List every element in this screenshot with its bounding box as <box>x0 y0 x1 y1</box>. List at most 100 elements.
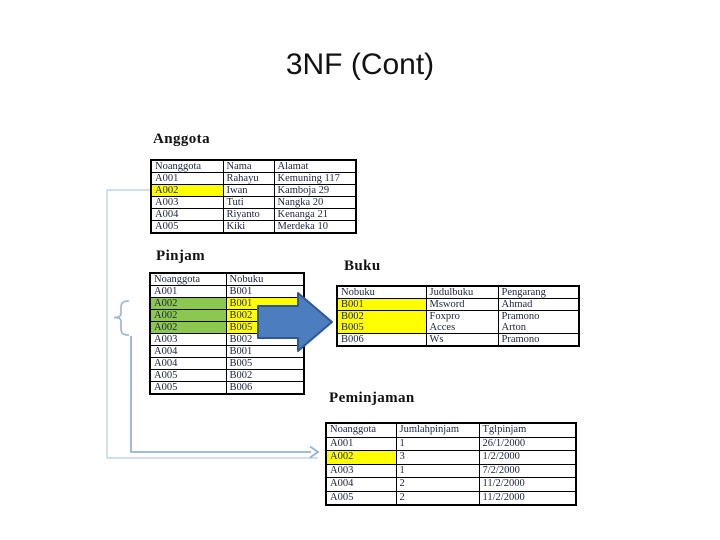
table-cell: B005 <box>225 357 305 370</box>
table-cell: Kemuning 117 <box>273 172 357 185</box>
table-cell: A001 <box>149 285 227 298</box>
table-cell: Kiki <box>222 220 275 234</box>
chevron-right-icon <box>309 445 320 459</box>
pinjam-group-bracket-icon <box>113 300 130 336</box>
table-cell: A005 <box>149 381 227 395</box>
table-cell: Foxpro <box>425 310 499 322</box>
anggota-table-caption: Anggota <box>153 131 210 147</box>
table-cell: 3 <box>395 450 480 465</box>
table-cell: 1/2/2000 <box>478 450 577 465</box>
column-header: Judulbuku <box>425 285 499 299</box>
table-cell: B006 <box>225 381 305 395</box>
table-cell: B001 <box>225 285 305 298</box>
table-cell: 26/1/2000 <box>478 436 577 451</box>
table-cell: 1 <box>395 436 480 451</box>
table-cell: A002 <box>149 297 227 310</box>
table-cell: Rahayu <box>222 172 275 185</box>
page-title: 3NF (Cont) <box>285 48 435 81</box>
table-cell: Pramono <box>497 310 580 322</box>
table-cell: A005 <box>150 220 224 234</box>
table-cell: Nangka 20 <box>273 196 357 209</box>
table-cell: Tuti <box>222 196 275 209</box>
table-cell: B002 <box>225 309 305 322</box>
table-cell: A005 <box>149 369 227 382</box>
table-cell: A002 <box>325 450 397 465</box>
column-header: Noanggota <box>150 159 224 173</box>
table-cell: Arton <box>497 322 580 334</box>
table-cell: B005 <box>225 321 305 334</box>
table-cell: B006 <box>336 333 427 347</box>
table-cell: B002 <box>225 369 305 382</box>
table-cell: Ahmad <box>497 298 580 311</box>
table-cell: 1 <box>395 463 480 478</box>
table-cell: B001 <box>225 297 305 310</box>
peminjaman-table-caption: Peminjaman <box>329 390 415 406</box>
table-cell: Iwan <box>222 184 275 197</box>
column-header: Noanggota <box>325 422 397 438</box>
table-cell: 2 <box>395 490 480 506</box>
pinjam-table-caption: Pinjam <box>156 248 206 264</box>
table-cell: 7/2/2000 <box>478 463 577 478</box>
column-header: Alamat <box>273 159 357 173</box>
table-cell: Merdeka 10 <box>273 220 357 234</box>
table-cell: A002 <box>149 321 227 334</box>
table-cell: A004 <box>149 345 227 358</box>
table-cell: 11/2/2000 <box>478 477 577 492</box>
table-cell: Pramono <box>497 333 580 347</box>
column-header: Nama <box>222 159 275 173</box>
table-cell: Msword <box>425 298 499 311</box>
table-cell: B001 <box>225 345 305 358</box>
table-cell: A004 <box>325 477 397 492</box>
table-cell: A003 <box>325 463 397 478</box>
table-cell: A005 <box>325 490 397 506</box>
table-cell: B002 <box>336 310 427 322</box>
table-cell: Kenanga 21 <box>273 208 357 221</box>
table-cell: A004 <box>149 357 227 370</box>
table-cell: A001 <box>325 436 397 451</box>
column-header: Jumlahpinjam <box>395 422 480 438</box>
column-header: Nobuku <box>225 272 305 286</box>
table-cell: B002 <box>225 333 305 346</box>
column-header: Pengarang <box>497 285 580 299</box>
column-header: Tglpinjam <box>478 422 577 438</box>
table-cell: Ws <box>425 333 499 347</box>
table-cell: 2 <box>395 477 480 492</box>
table-cell: A002 <box>149 309 227 322</box>
table-cell: A001 <box>150 172 224 185</box>
column-header: Noanggota <box>149 272 227 286</box>
table-cell: A004 <box>150 208 224 221</box>
table-cell: 11/2/2000 <box>478 490 577 506</box>
